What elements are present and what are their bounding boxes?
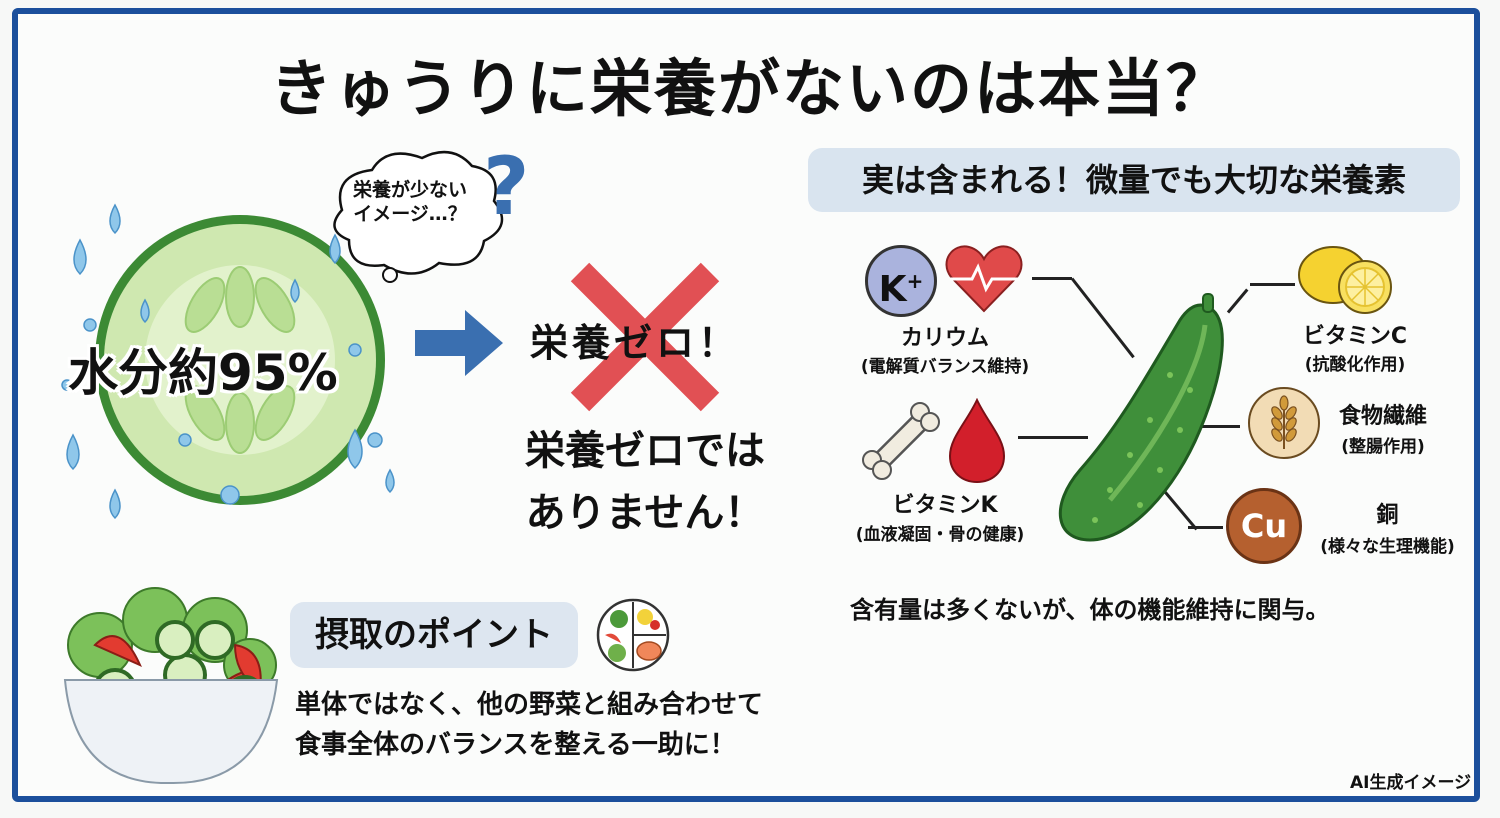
question-mark-icon: ? bbox=[483, 140, 530, 233]
nutrient-desc-fiber: (整腸作用) bbox=[1341, 437, 1425, 457]
nutrient-name-vitamin-k: ビタミンK bbox=[892, 493, 998, 518]
thought-line-2: イメージ…？ bbox=[353, 203, 467, 225]
connector-line bbox=[1250, 283, 1295, 286]
nutrition-zero-crossed: 栄養ゼロ！ bbox=[530, 321, 741, 365]
blood-drop-icon bbox=[948, 398, 1006, 484]
connector-line bbox=[1188, 526, 1223, 529]
thought-bubble-icon bbox=[333, 150, 504, 283]
connector-line bbox=[1195, 425, 1240, 428]
cucumber-slice-icon bbox=[61, 203, 395, 520]
potassium-symbol: K bbox=[878, 269, 907, 310]
thought-line-1: 栄養が少ない bbox=[352, 179, 467, 201]
cucumber-icon bbox=[1058, 293, 1224, 542]
nutrient-desc-vitamin-k: (血液凝固・骨の健康) bbox=[855, 525, 1025, 545]
nutrient-desc-vitamin-c: (抗酸化作用) bbox=[1304, 355, 1406, 375]
heart-pulse-icon bbox=[945, 245, 1023, 313]
water-content-label: 水分約95% bbox=[68, 344, 338, 402]
wheat-icon bbox=[1248, 387, 1320, 459]
salad-bowl-icon bbox=[63, 587, 279, 785]
connector-line bbox=[1018, 436, 1088, 439]
arrow-right-icon bbox=[415, 310, 503, 376]
page-title: きゅうりに栄養がないのは本当？ bbox=[269, 52, 1230, 125]
nutrient-desc-potassium: (電解質バランス維持) bbox=[860, 357, 1030, 377]
nutrient-name-vitamin-c: ビタミンC bbox=[1302, 324, 1408, 349]
connector-line bbox=[1032, 277, 1072, 280]
intake-advice: 単体ではなく、他の野菜と組み合わせて 食事全体のバランスを整える一助に！ bbox=[295, 685, 763, 765]
potassium-ion-icon: K+ bbox=[865, 245, 937, 317]
answer-line-2: ありません！ bbox=[525, 490, 765, 536]
nutrient-desc-copper: (様々な生理機能) bbox=[1320, 537, 1455, 557]
not-zero-answer: 栄養ゼロでは ありません！ bbox=[480, 420, 810, 544]
bone-icon bbox=[862, 402, 940, 480]
balanced-plate-icon bbox=[596, 598, 670, 672]
intake-advice-line-2: 食事全体のバランスを整える一助に！ bbox=[295, 730, 736, 760]
red-x-icon bbox=[570, 262, 720, 412]
thought-bubble-text: 栄養が少ない イメージ…？ bbox=[335, 178, 485, 226]
answer-line-1: 栄養ゼロでは bbox=[525, 428, 765, 474]
copper-icon: Cu bbox=[1226, 488, 1302, 564]
intake-point-label: 摂取のポイント bbox=[290, 602, 578, 668]
ai-generated-note: AI生成イメージ bbox=[1350, 773, 1472, 793]
lemon-icon bbox=[1298, 246, 1392, 314]
nutrient-name-potassium: カリウム bbox=[900, 326, 989, 351]
intake-advice-line-1: 単体ではなく、他の野菜と組み合わせて bbox=[295, 690, 764, 720]
water-drop-icon bbox=[61, 203, 395, 520]
nutrient-name-fiber: 食物繊維 bbox=[1338, 404, 1427, 429]
nutrients-header: 実は含まれる！微量でも大切な栄養素 bbox=[808, 148, 1460, 212]
potassium-sup: + bbox=[906, 269, 924, 293]
nutrient-name-copper: 銅 bbox=[1376, 503, 1399, 528]
nutrients-summary: 含有量は多くないが、体の機能維持に関与。 bbox=[850, 596, 1330, 624]
